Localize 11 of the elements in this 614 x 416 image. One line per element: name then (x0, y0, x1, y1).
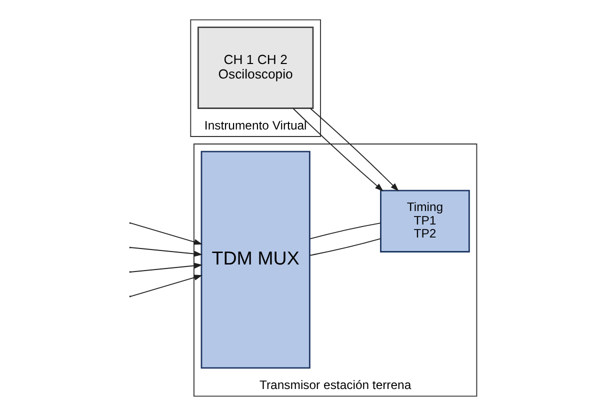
connector (310, 222, 382, 240)
arrow (130, 222, 202, 245)
arrow (310, 108, 399, 192)
arrow (292, 108, 384, 192)
connector (310, 238, 382, 256)
arrow (130, 262, 203, 272)
arrow (130, 274, 202, 297)
arrow (130, 247, 203, 257)
node-box: Timing TP1 TP2 (380, 190, 470, 252)
node-box: TDM MUX (200, 150, 310, 369)
node-box: CH 1 CH 2 Osciloscopio (197, 26, 314, 109)
